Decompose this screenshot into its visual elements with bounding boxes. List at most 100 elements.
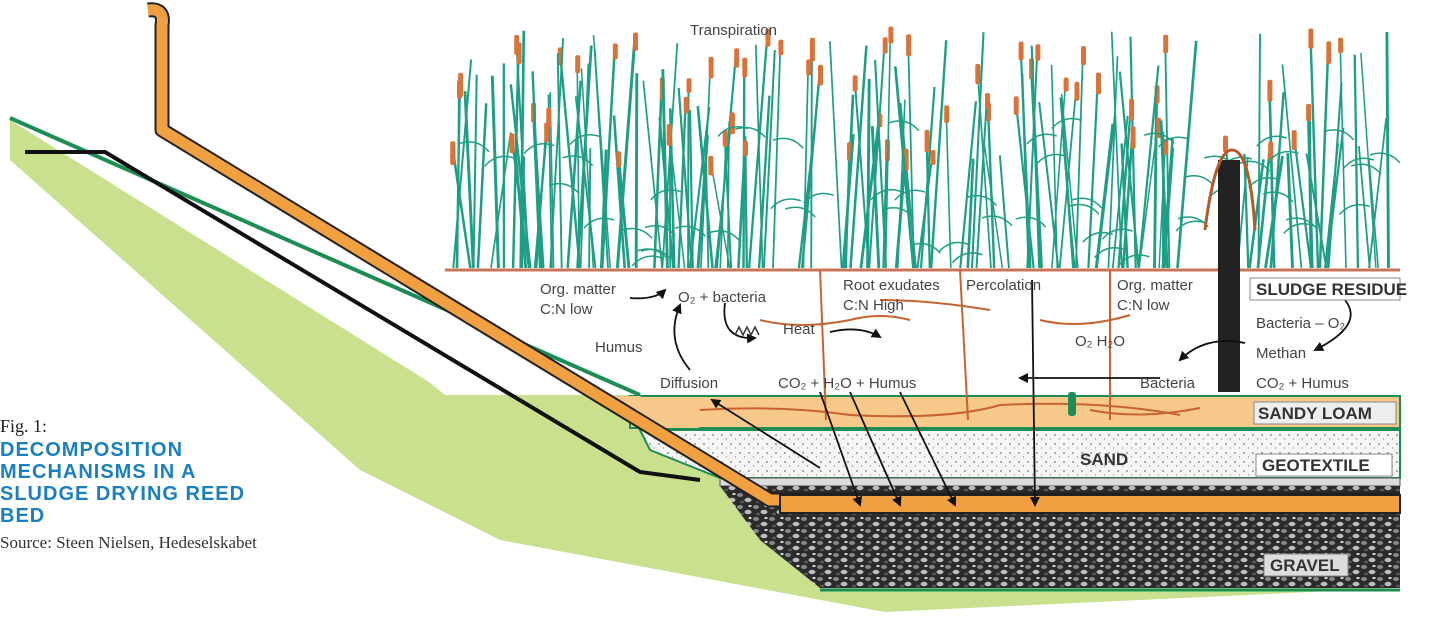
layer-sand: SAND — [1080, 450, 1128, 469]
label-percolation: Percolation — [966, 277, 1041, 294]
reed-catkin — [818, 65, 823, 86]
reed-stem — [1088, 77, 1098, 269]
reed-leaf — [939, 243, 969, 253]
reed-catkin — [734, 48, 739, 67]
reed-catkin — [517, 42, 522, 64]
reed-catkin — [1326, 41, 1331, 64]
reed-catkin — [1163, 35, 1168, 54]
reed-leaf — [1249, 178, 1279, 188]
reed-catkin — [906, 34, 911, 56]
reed-leaf — [485, 156, 515, 166]
reed-catkin — [687, 78, 692, 93]
reed-catkin — [1081, 46, 1086, 65]
reed-leaf — [1052, 119, 1082, 129]
geotextile-band — [720, 478, 1400, 486]
figure-caption: Fig. 1: DECOMPOSITION MECHANISMS IN A SL… — [0, 416, 260, 553]
reed-catkin — [1096, 73, 1101, 95]
layer-gravel: GRAVEL — [1270, 556, 1340, 575]
reed-catkin — [925, 130, 930, 152]
reed-catkin — [613, 43, 618, 59]
figure-label: Fig. 1: — [0, 416, 260, 437]
reed-stem — [1355, 55, 1358, 268]
reed-stem — [636, 73, 637, 268]
reed-leaf — [1103, 229, 1133, 239]
reed-leaf — [1027, 134, 1057, 144]
reed-catkin — [1035, 44, 1040, 61]
reed-leaf — [1016, 217, 1046, 227]
reed-catkin — [853, 75, 858, 91]
label-cn-high: C:N High — [843, 297, 904, 314]
reed-stem — [1000, 155, 1009, 268]
label-diffusion: Diffusion — [660, 375, 718, 392]
reed-catkin — [684, 97, 689, 114]
reed-catkin — [575, 55, 580, 73]
reed-catkin — [709, 57, 714, 79]
layer-geotextile: GEOTEXTILE — [1262, 456, 1370, 475]
reed-catkin — [544, 123, 549, 143]
reed-stem — [1361, 53, 1376, 268]
reed-catkin — [944, 105, 949, 123]
label-org-matter-1: Org. matter — [540, 281, 616, 298]
label-cn-low-1: C:N low — [540, 301, 593, 318]
label-org-matter-2: Org. matter — [1117, 277, 1193, 294]
reed-leaf — [982, 216, 1012, 226]
reed-stem — [478, 103, 486, 268]
reed-catkin — [457, 80, 462, 99]
reed-stem — [706, 155, 708, 268]
reed-catkin — [985, 93, 990, 108]
reed-leaf — [1036, 155, 1066, 165]
reed-stem — [1326, 128, 1343, 268]
reed-catkin — [1131, 126, 1136, 149]
label-bacteria-o2: Bacteria – O₂ — [1256, 315, 1345, 332]
label-methan: Methan — [1256, 345, 1306, 362]
reed-catkin — [1129, 99, 1134, 121]
layer-sandy-loam: SANDY LOAM — [1258, 404, 1372, 423]
reed-catkin — [730, 112, 735, 134]
reed-catkin — [1267, 80, 1272, 102]
reed-catkin — [778, 40, 783, 56]
ventilation-pipe — [1218, 160, 1240, 392]
reed-catkin — [1223, 136, 1228, 153]
reed-leaf — [1370, 153, 1400, 163]
reed-catkin — [1019, 42, 1024, 61]
reed-catkin — [667, 124, 672, 146]
label-o2-h2o: O₂ H₂O — [1075, 333, 1125, 350]
reed-stem — [1250, 159, 1264, 268]
figure-source: Source: Steen Nielsen, Hedeselskabet — [0, 533, 260, 553]
reed-catkin — [1064, 78, 1069, 92]
reed-catkin — [806, 59, 811, 75]
reed-plants — [450, 27, 1400, 269]
reed-catkin — [450, 141, 455, 165]
reed-stem — [654, 81, 661, 268]
reed-catkin — [883, 37, 888, 53]
label-co2-humus: CO₂ + Humus — [1256, 375, 1349, 392]
reed-catkin — [742, 58, 747, 78]
reed-catkin — [810, 38, 815, 62]
reed-catkin — [1014, 96, 1019, 115]
reed-catkin — [1306, 104, 1311, 121]
reed-catkin — [743, 141, 748, 156]
reed-stem — [1155, 89, 1157, 268]
reed-catkin — [616, 151, 621, 167]
reed-stem — [1178, 41, 1197, 268]
reed-catkin — [510, 133, 515, 153]
label-transpiration: Transpiration — [690, 22, 777, 39]
reed-leaf — [1072, 198, 1102, 208]
reed-catkin — [633, 33, 638, 51]
reed-leaf — [1184, 176, 1214, 186]
reed-catkin — [1292, 130, 1297, 150]
label-heat: Heat — [783, 321, 816, 338]
reed-stem — [1320, 45, 1328, 268]
reed-catkin — [1075, 82, 1080, 101]
label-bacteria: Bacteria — [1140, 375, 1196, 392]
label-co2-h2o-humus: CO₂ + H₂O + Humus — [778, 375, 916, 392]
reed-stem — [1325, 143, 1338, 268]
label-root-exudates: Root exudates — [843, 277, 940, 294]
reed-stem — [1259, 34, 1261, 268]
label-o2-bacteria: O₂ + bacteria — [678, 289, 767, 306]
layer-sludge-residue: SLUDGE RESIDUE — [1256, 280, 1407, 299]
reed-stem — [830, 41, 842, 268]
reed-catkin — [1338, 38, 1343, 54]
reed-stem — [1387, 32, 1389, 268]
reed-stem — [868, 79, 870, 268]
